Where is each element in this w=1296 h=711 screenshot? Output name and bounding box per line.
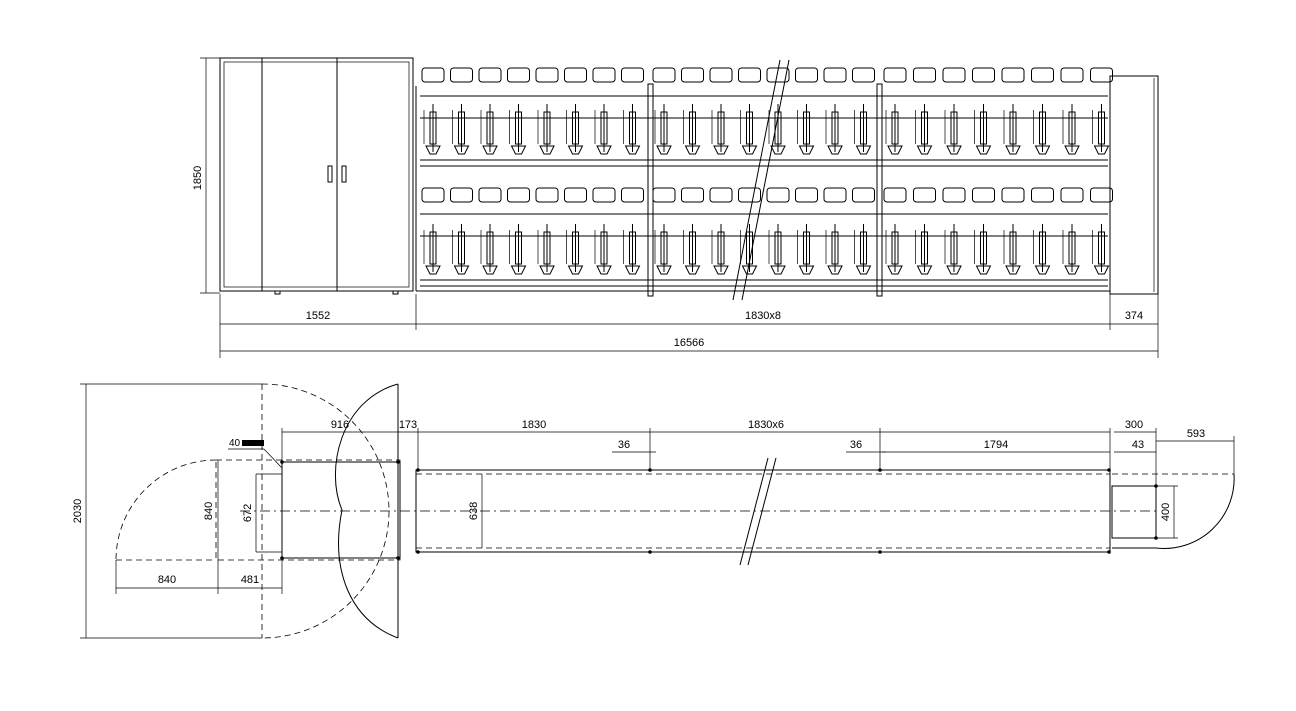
note-glyphs [242, 440, 264, 446]
spindle-unit [450, 187, 473, 275]
spindle-unit [913, 67, 936, 155]
spindle-unit [478, 187, 502, 275]
spindle-unit [1001, 67, 1025, 155]
spindle-unit [738, 67, 761, 155]
spindle-unit [421, 67, 445, 155]
spindle-unit [564, 67, 587, 155]
spindle-unit [852, 67, 875, 155]
dim-height-1850: 1850 [192, 166, 204, 190]
dim-300: 300 [1125, 419, 1143, 431]
dim-36-b: 36 [850, 439, 862, 451]
spindle-unit [652, 187, 676, 275]
spindle-unit [450, 67, 473, 155]
spindle-unit [652, 67, 676, 155]
spindle-unit [592, 67, 616, 155]
spindle-unit [709, 67, 733, 155]
dim-1830x6: 1830x6 [748, 419, 784, 431]
dim-840-vertical: 840 [203, 502, 215, 520]
dim-depth-2030: 2030 [72, 499, 84, 523]
door-swing-arcs [115, 383, 399, 639]
spindle-unit [592, 187, 616, 275]
spindle-unit [1060, 187, 1084, 275]
end-cabinet [1109, 75, 1159, 295]
dim-840-horizontal: 840 [158, 574, 176, 586]
spindle-unit [478, 67, 502, 155]
spindle-unit [795, 187, 818, 275]
dim-43: 43 [1132, 439, 1144, 451]
spindle-unit [766, 67, 790, 155]
control-cabinet [219, 57, 414, 295]
spindle-unit [766, 187, 790, 275]
break-lines-elevation [732, 59, 790, 301]
spinning-frame [415, 67, 1113, 297]
dim-593: 593 [1187, 428, 1205, 440]
spindle-unit [564, 187, 587, 275]
spindle-unit [823, 187, 847, 275]
spindle-unit [1031, 67, 1054, 155]
dim-173: 173 [399, 419, 417, 431]
spindle-unit [972, 187, 995, 275]
elevation-view: 1850 1552 1830x8 374 16566 [192, 57, 1159, 358]
dim-1794: 1794 [984, 439, 1008, 451]
spindle-unit [709, 187, 733, 275]
spindle-unit [883, 67, 907, 155]
spindle-unit [795, 67, 818, 155]
dim-cabinet-1552: 1552 [306, 310, 330, 322]
dim-672: 672 [242, 504, 254, 522]
note-40: 40 [229, 438, 241, 449]
spindle-unit [507, 67, 530, 155]
spindle-unit [535, 187, 559, 275]
spindle-unit [421, 187, 445, 275]
dim-1830: 1830 [522, 419, 546, 431]
spindle-unit [507, 187, 530, 275]
spindle-unit [942, 187, 966, 275]
dim-36-a: 36 [618, 439, 630, 451]
spindle-unit [823, 67, 847, 155]
dim-481: 481 [241, 574, 259, 586]
dim-total-16566: 16566 [674, 337, 705, 349]
spindle-unit [1060, 67, 1084, 155]
spindle-unit [852, 187, 875, 275]
spindle-unit [913, 187, 936, 275]
spindle-unit [621, 187, 644, 275]
dim-638: 638 [468, 502, 480, 520]
dim-bays-1830x8: 1830x8 [745, 310, 781, 322]
frame-plan [240, 460, 1160, 560]
elevation-dimensions: 1850 1552 1830x8 374 16566 [192, 57, 1159, 358]
spindle-unit [942, 67, 966, 155]
spindle-unit [883, 187, 907, 275]
dim-400: 400 [1160, 503, 1172, 521]
cabinet-handle-left [327, 165, 333, 183]
spindle-unit [681, 67, 704, 155]
spindle-unit [621, 67, 644, 155]
spindle-unit [972, 67, 995, 155]
spindle-unit [1090, 67, 1113, 155]
dim-916: 916 [331, 419, 349, 431]
spindle-unit [1001, 187, 1025, 275]
spindle-unit [1031, 187, 1054, 275]
plan-dimensions: 840 672 638 840 481 916 173 1830 [115, 419, 1235, 594]
spindle-unit [535, 67, 559, 155]
plan-view: 2030 [72, 383, 1235, 639]
spindle-unit [681, 187, 704, 275]
cabinet-handle-right [341, 165, 347, 183]
dim-end-374: 374 [1125, 310, 1143, 322]
spindle-unit [1090, 187, 1113, 275]
end-section-plan [1111, 473, 1235, 549]
